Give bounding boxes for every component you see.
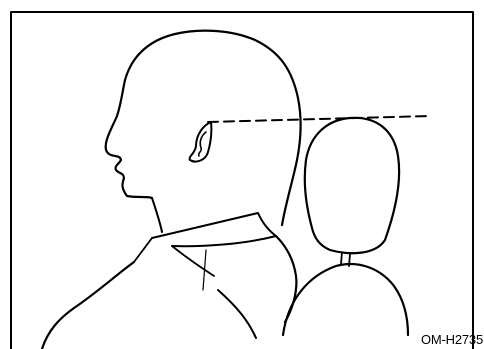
occupant-neck-front [152, 198, 162, 232]
frame-border [11, 12, 473, 349]
occupant-collar [152, 213, 276, 246]
headrest-pad [305, 118, 399, 253]
alignment-dashed-line [208, 116, 430, 122]
illustration-code-label: OM-H2735 [421, 333, 483, 346]
occupant-arm [218, 290, 256, 338]
occupant-collar-lower [134, 238, 214, 276]
occupant-ear-inner [199, 132, 206, 156]
seatback-outline [283, 264, 408, 335]
occupant-shoulders [42, 262, 134, 349]
occupant-back-shoulder [276, 236, 296, 322]
